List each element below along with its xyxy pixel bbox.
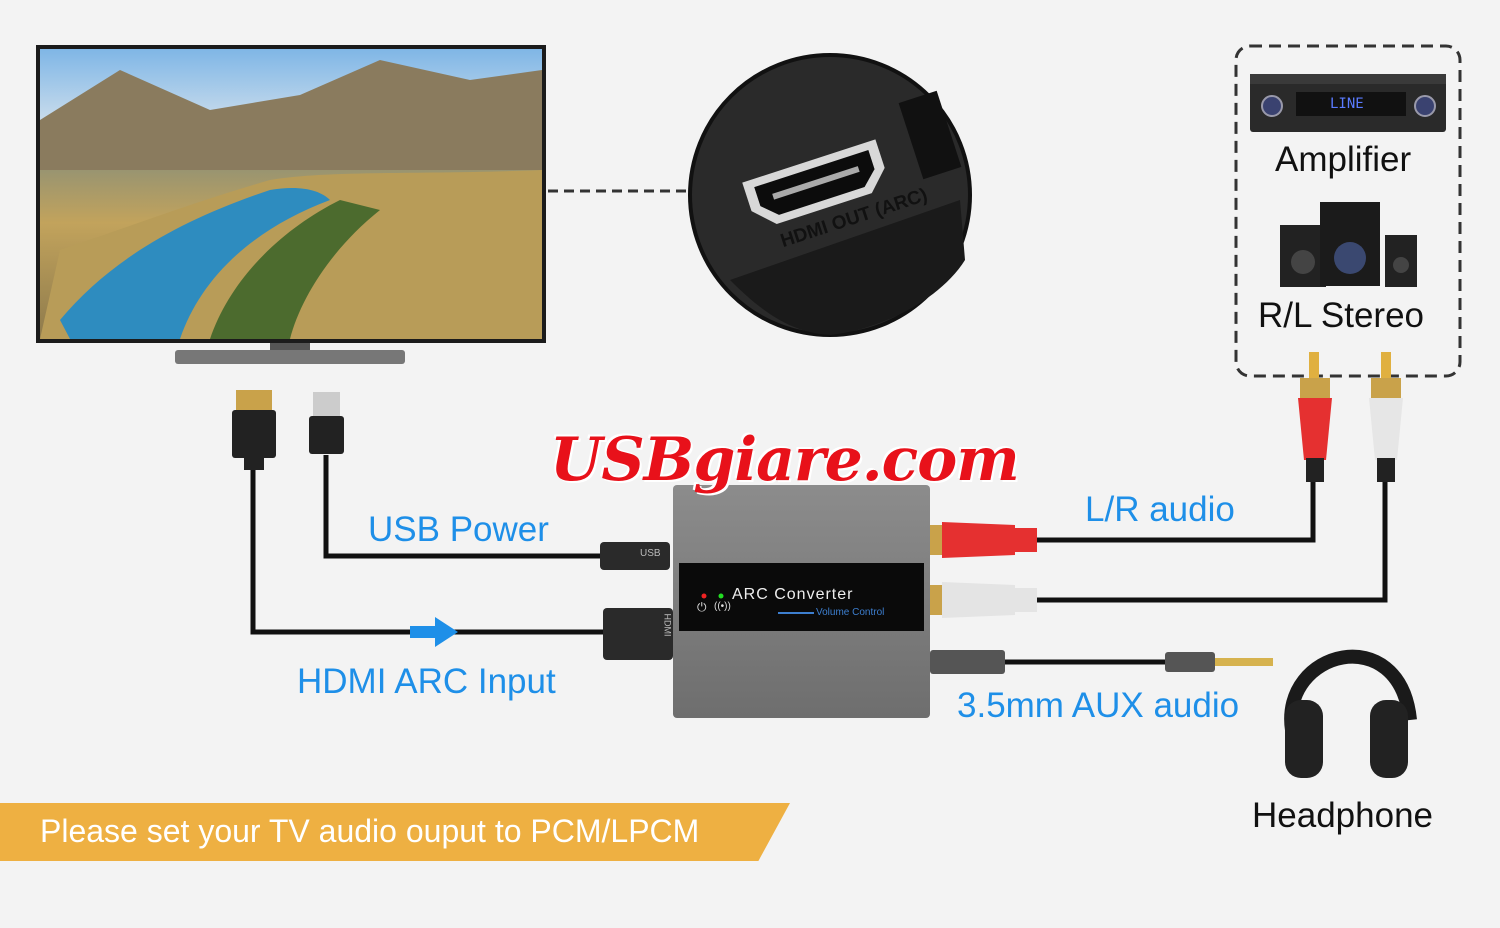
amplifier-image [1250,74,1446,132]
headphone-label: Headphone [1252,796,1433,835]
hdmi-cable-plug [603,608,673,660]
arc-converter-device [673,485,930,718]
device-title: ARC Converter [732,586,854,603]
headphone-image [1284,649,1417,778]
amplifier-label: Amplifier [1275,140,1412,179]
speakers-image [1280,202,1417,287]
amplifier-display: LINE [1330,96,1364,112]
hdmi-port-closeup [688,53,972,337]
audio-devices-group [1234,44,1462,378]
usb-port-label: USB [640,548,661,559]
rca-plug-red [1298,352,1332,482]
rca-jack-red [930,522,1037,558]
watermark: USBgiare.com [550,425,1020,495]
cables [250,455,1388,665]
lr-audio-label: L/R audio [1085,490,1235,529]
signal-icon: ((•)) [714,601,731,612]
aux-cable-plugs [930,650,1273,674]
instruction-banner: Please set your TV audio ouput to PCM/LP… [0,803,790,861]
usb-cable-plug [600,542,670,570]
hdmi-plug [232,390,276,470]
rca-plug-white [1369,352,1403,482]
banner-text: Please set your TV audio ouput to PCM/LP… [40,813,700,849]
tv-illustration [36,45,546,364]
usb-power-label: USB Power [368,510,549,549]
rca-jack-white [930,582,1037,618]
arrow-right-icon [410,617,458,647]
hdmi-arc-input-label: HDMI ARC Input [297,662,556,701]
usb-plug [309,392,344,454]
device-subtitle: Volume Control [816,607,885,618]
aux-audio-label: 3.5mm AUX audio [957,686,1240,725]
hdmi-port-label: HDMI [662,613,673,637]
power-icon: ⏻ [697,600,707,614]
rl-stereo-label: R/L Stereo [1258,296,1425,335]
